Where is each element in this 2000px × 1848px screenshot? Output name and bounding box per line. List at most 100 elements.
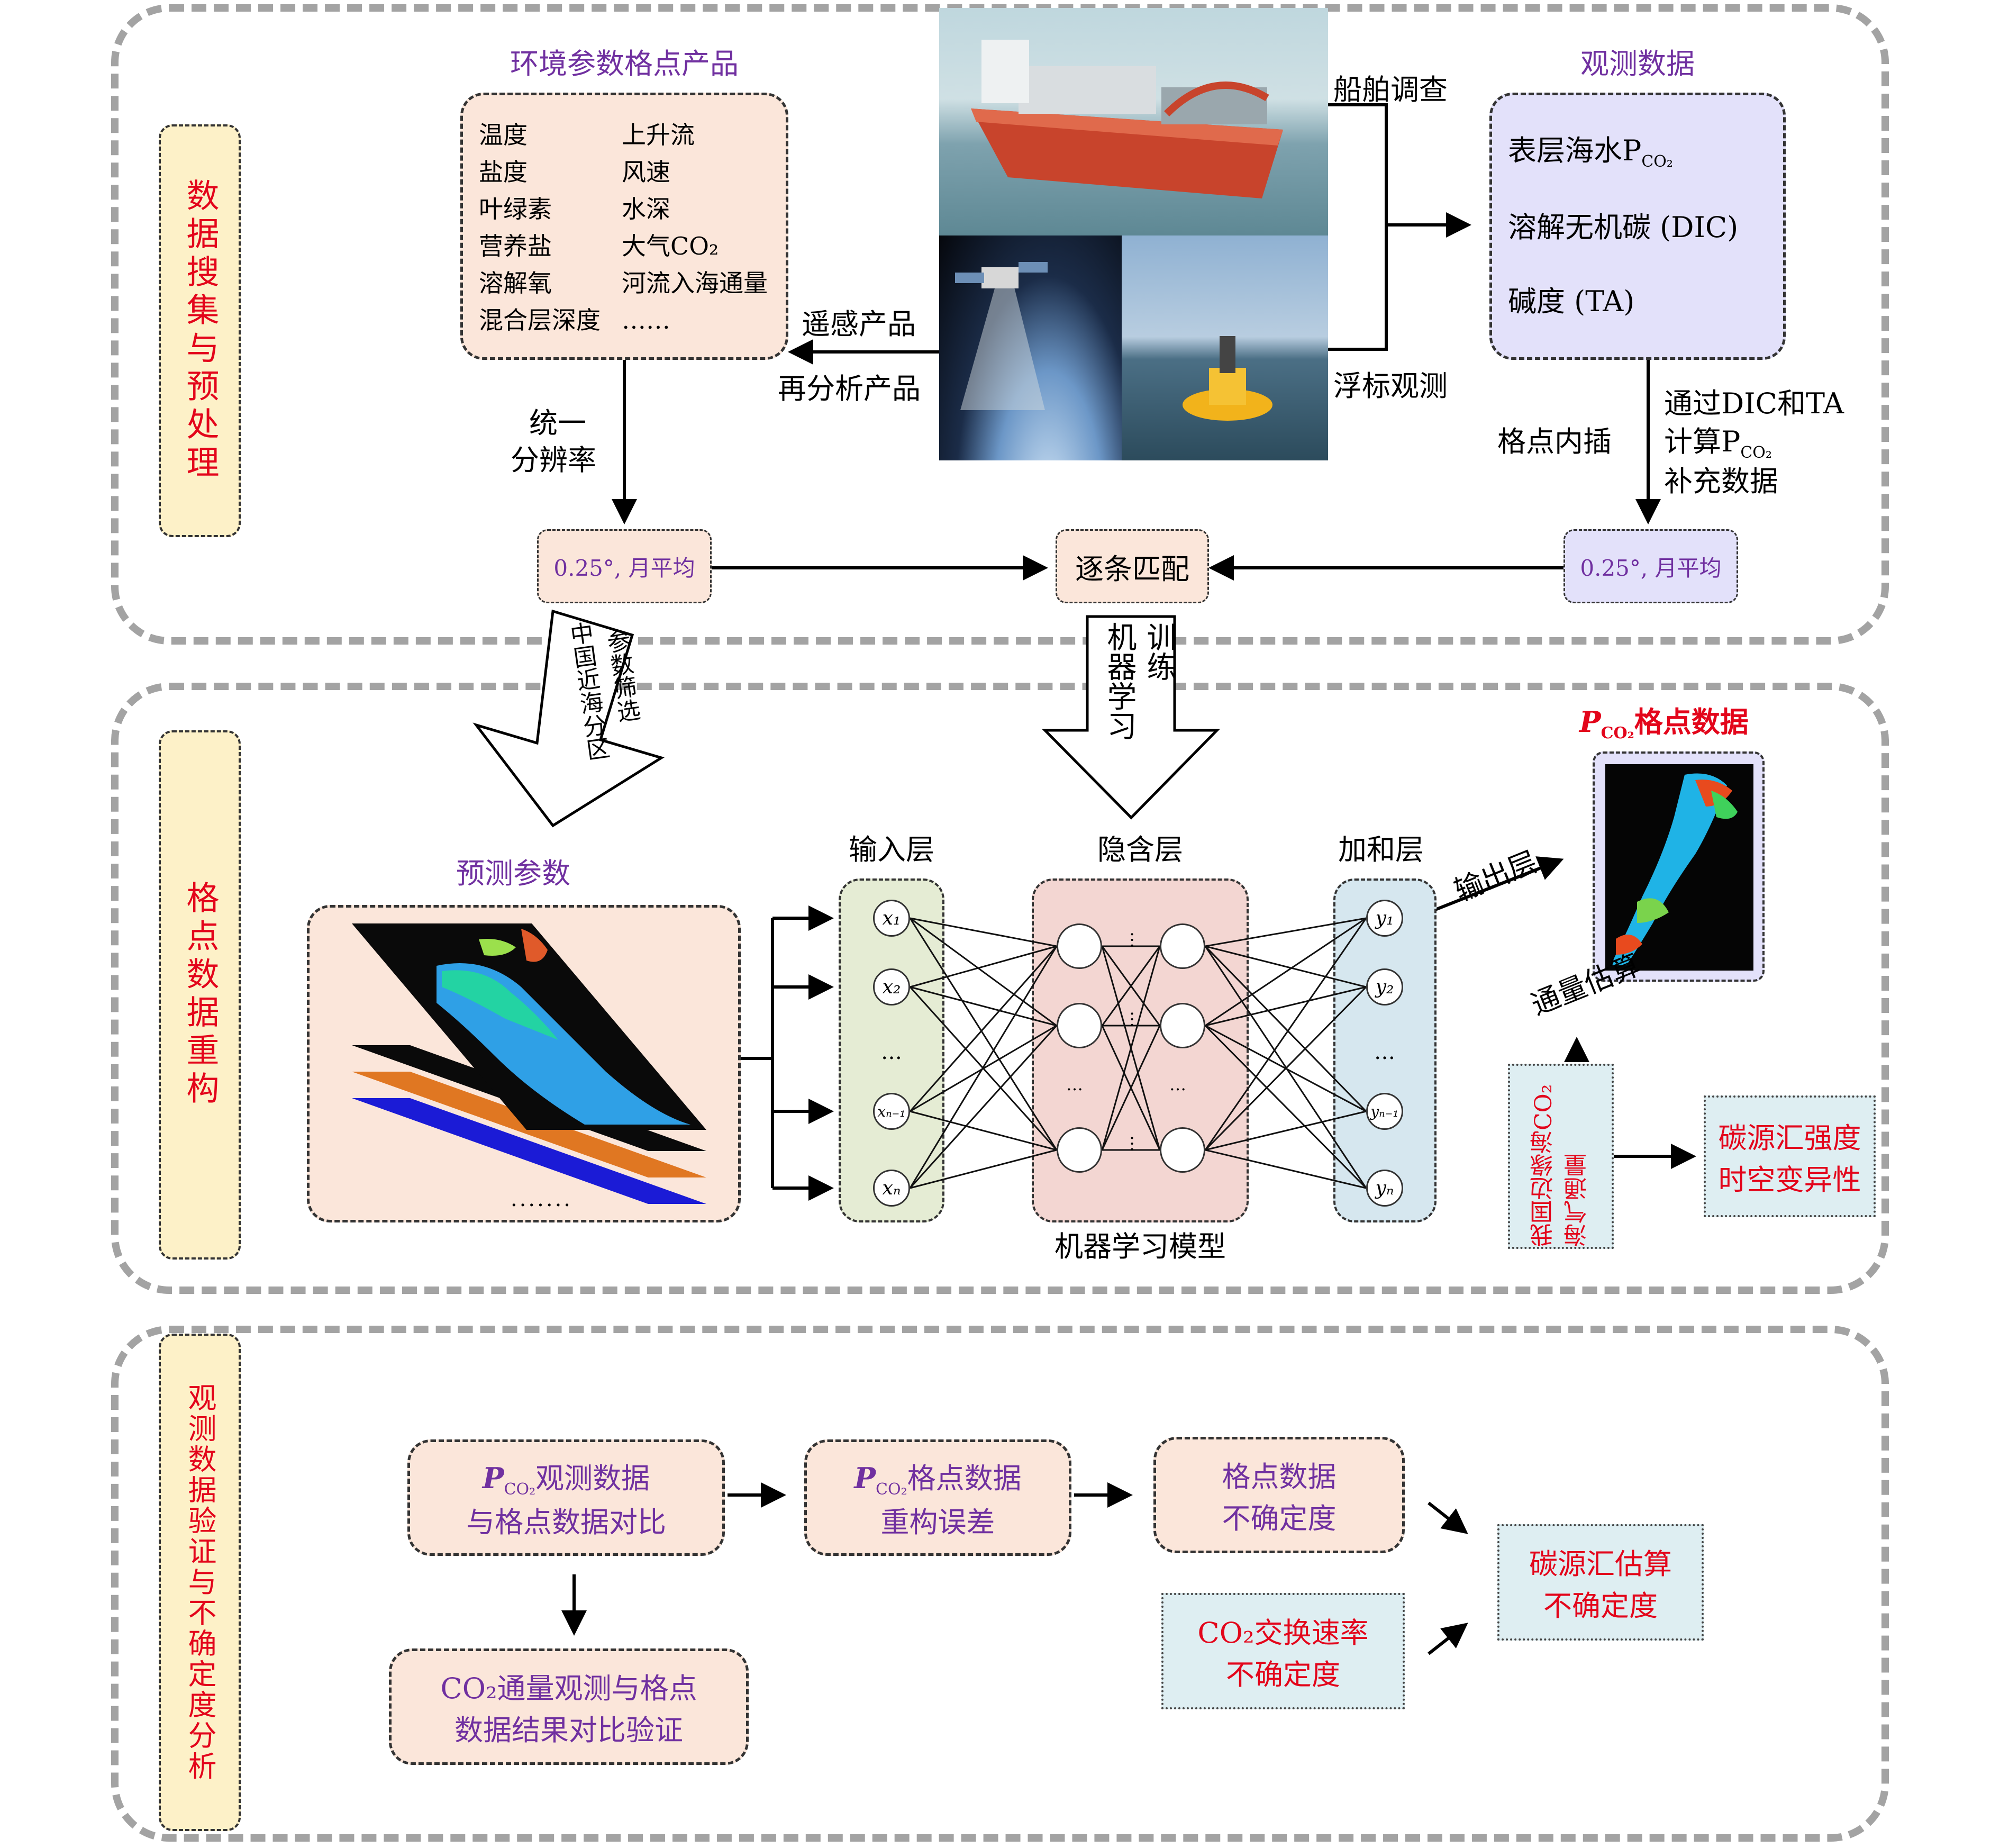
hidden-ellipsis: … (1169, 1074, 1186, 1094)
sink-uncertainty-box: 碳源汇估算 不确定度 (1497, 1524, 1704, 1641)
obs-vs-grid-text1: 观测数据 (535, 1462, 650, 1496)
env-param: 营养盐 (479, 232, 552, 260)
ship-photo (939, 8, 1328, 235)
obs-vs-grid-line2: 与格点数据对比 (466, 1505, 666, 1539)
network-edge (1205, 917, 1367, 947)
hidden-node (1160, 1003, 1205, 1048)
hidden-ellipsis: … (1127, 931, 1147, 948)
network-edge (1101, 946, 1161, 1151)
env-param: 河流入海通量 (622, 269, 768, 297)
hidden-ellipsis: … (1127, 1135, 1147, 1152)
right-resolution-text: 0.25°, 月平均 (1580, 555, 1722, 581)
sink-uncertainty-line2: 不确定度 (1543, 1589, 1658, 1623)
calc-label-3: 补充数据 (1664, 465, 1778, 498)
env-param: 风速 (622, 158, 670, 186)
obs-vs-grid-box: PCO₂观测数据 与格点数据对比 (407, 1439, 725, 1556)
env-param: 叶绿素 (479, 195, 552, 223)
env-param: 混合层深度 (479, 306, 601, 334)
flux-box: 我国边缘海CO₂海气通量 (1508, 1064, 1614, 1249)
env-param: 温度 (479, 121, 528, 149)
env-products-title: 环境参数格点产品 (510, 47, 739, 80)
output-ellipsis: … (1374, 1040, 1395, 1064)
obs-item-pco2-sub: CO₂ (1641, 152, 1673, 171)
training-arrow-text-2: 训练 (1142, 622, 1176, 681)
grid-uncertainty-line2: 不确定度 (1222, 1502, 1337, 1535)
reconstruction-error-p: P (854, 1461, 876, 1496)
obs-vs-grid-p: P (482, 1461, 504, 1496)
obs-item-ta: 碱度 (TA) (1508, 285, 1635, 318)
panel-validation (111, 1326, 1889, 1842)
input-node: x₁ (873, 900, 910, 937)
output-node: yₙ₋₁ (1366, 1093, 1403, 1130)
env-param: …… (622, 306, 670, 334)
network-edge (1205, 986, 1367, 1027)
env-param: 上升流 (622, 121, 695, 149)
reconstruction-error-box: PCO₂格点数据 重构误差 (804, 1439, 1071, 1556)
training-arrow (1042, 615, 1220, 820)
network-edge (1101, 946, 1161, 1026)
output-node: yₙ (1366, 1170, 1403, 1207)
network-edge (1204, 946, 1367, 1189)
network-edge (909, 946, 1058, 1112)
env-products-box: 温度 盐度 叶绿素 营养盐 溶解氧 混合层深度 上升流 风速 水深 大气CO₂ … (460, 93, 788, 360)
network-edge (910, 1149, 1057, 1189)
buoy-photo (1122, 235, 1328, 460)
flux-validation-line2: 数据结果对比验证 (454, 1714, 683, 1747)
input-node: x₂ (873, 968, 910, 1005)
buoy-observation-label: 浮标观测 (1333, 369, 1448, 403)
obs-item-pco2-text: 表层海水P (1508, 134, 1642, 167)
sink-strength-line1: 碳源汇强度 (1718, 1121, 1861, 1155)
network-edge (910, 945, 1057, 988)
network-edge (1205, 1110, 1367, 1151)
input-layer-label: 输入层 (849, 832, 934, 866)
section-label: 观测数据验证与不确定度分析 (183, 1383, 216, 1782)
filter-arrow (472, 609, 665, 828)
section-label: 格点数据重构 (180, 881, 220, 1109)
env-param: 大气CO₂ (622, 232, 719, 260)
grid-data-title: PCO₂格点数据 (1579, 699, 1749, 742)
obs-data-box: 表层海水PCO₂ 溶解无机碳 (DIC) 碱度 (TA) (1489, 93, 1786, 360)
more-maps-dots: ······· (511, 1193, 573, 1218)
input-ellipsis: … (881, 1040, 902, 1064)
sink-strength-box: 碳源汇强度 时空变异性 (1704, 1095, 1876, 1217)
network-edge (909, 918, 1058, 1151)
predictor-maps (352, 923, 706, 1204)
hidden-ellipsis: … (1127, 1011, 1147, 1028)
network-edge (1204, 1025, 1367, 1189)
hidden-layer-label: 隐含层 (1097, 832, 1183, 866)
hidden-node (1160, 923, 1205, 969)
network-edge (1205, 1149, 1367, 1189)
grid-data-title-p: P (1579, 705, 1601, 739)
env-param: 盐度 (479, 158, 528, 186)
hidden-node (1160, 1127, 1205, 1173)
network-edge (909, 1025, 1058, 1189)
right-resolution-box: 0.25°, 月平均 (1563, 529, 1738, 603)
network-edge (1204, 986, 1367, 1151)
obs-vs-grid-line1: PCO₂观测数据 (483, 1455, 650, 1499)
obs-item-pco2: 表层海水PCO₂ (1508, 127, 1673, 171)
hidden-node (1057, 1127, 1102, 1173)
sidebar-validation: 观测数据验证与不确定度分析 (159, 1334, 241, 1831)
predict-params-title: 预测参数 (456, 856, 570, 890)
network-edge (1204, 918, 1367, 1151)
obs-data-title: 观测数据 (1580, 47, 1695, 80)
reconstruction-error-text1: 格点数据 (907, 1462, 1022, 1496)
input-node: xₙ (873, 1170, 910, 1207)
obs-vs-grid-sub: CO₂ (504, 1480, 536, 1499)
env-param: 溶解氧 (479, 269, 552, 297)
env-col1: 温度 盐度 叶绿素 营养盐 溶解氧 混合层深度 (479, 116, 601, 339)
obs-item-dic: 溶解无机碳 (DIC) (1508, 211, 1739, 244)
match-box: 逐条匹配 (1056, 529, 1209, 603)
network-edge (910, 1110, 1057, 1151)
hidden-node (1057, 923, 1102, 969)
ml-model-label: 机器学习模型 (1054, 1229, 1226, 1263)
remote-sensing-label: 遥感产品 (802, 307, 916, 341)
calc-label-2-text: 计算P (1664, 425, 1741, 458)
reconstruction-error-line2: 重构误差 (880, 1505, 995, 1539)
left-resolution-box: 0.25°, 月平均 (537, 529, 712, 603)
calc-label-1: 通过DIC和TA (1664, 387, 1844, 420)
grid-interp-label: 格点内插 (1497, 425, 1612, 458)
hidden-ellipsis: … (1066, 1074, 1083, 1094)
unify-label-1: 统一 (529, 406, 586, 440)
sum-layer-label: 加和层 (1338, 832, 1424, 866)
